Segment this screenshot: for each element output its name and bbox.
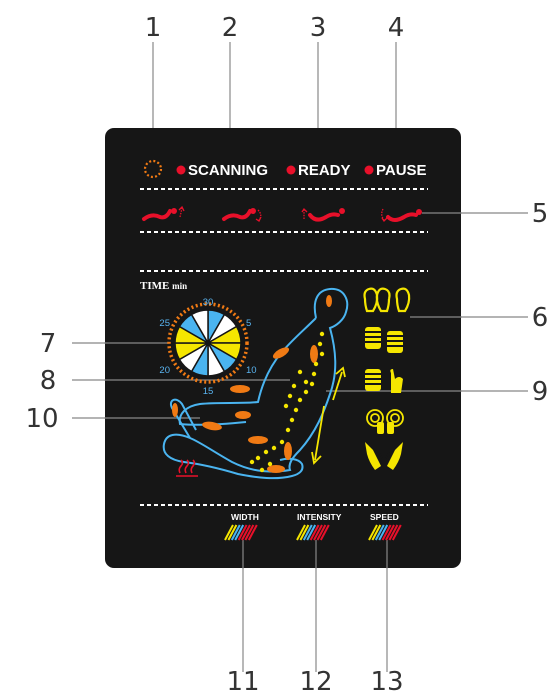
callout-7: 7	[40, 329, 57, 359]
roller-dot	[286, 428, 290, 432]
roller-dot	[318, 342, 322, 346]
pause-label: PAUSE	[376, 162, 427, 179]
scanning-label: SCANNING	[188, 162, 268, 179]
dial-tick-15: 15	[203, 386, 214, 397]
roller-dot	[284, 404, 288, 408]
intensity-label: INTENSITY	[297, 512, 342, 522]
ready-label: READY	[298, 162, 351, 179]
airbag-arm	[230, 385, 250, 393]
roller-dot	[272, 446, 276, 450]
roller-dot	[314, 362, 318, 366]
roller-dot	[268, 462, 272, 466]
airbag-foot	[172, 403, 178, 417]
callout-11: 11	[226, 667, 259, 694]
dial-tick-20: 20	[159, 365, 170, 376]
roller-dot	[320, 352, 324, 356]
width-label: WIDTH	[231, 512, 259, 522]
roller-dot	[310, 382, 314, 386]
roller-dot	[294, 408, 298, 412]
callout-10: 10	[25, 404, 58, 434]
callout-9: 9	[532, 377, 549, 407]
time-label: TIME min	[140, 280, 187, 292]
roller-dot	[290, 418, 294, 422]
pause-dot-icon	[365, 166, 374, 175]
callout-6: 6	[532, 303, 549, 333]
callout-2: 2	[222, 13, 239, 43]
airbag-upper-back	[310, 345, 318, 363]
callout-12: 12	[299, 667, 332, 694]
roller-dot	[260, 468, 264, 472]
dial-tick-10: 10	[246, 365, 257, 376]
airbag-seat-1	[248, 436, 268, 444]
scanning-dot-icon	[177, 166, 186, 175]
airbag-seat-3	[267, 465, 285, 473]
dial-sectors	[175, 310, 241, 376]
ready-dot-icon	[287, 166, 296, 175]
roller-dot	[298, 398, 302, 402]
callout-1: 1	[145, 13, 162, 43]
roller-dot	[256, 456, 260, 460]
time-label-text: TIME	[140, 280, 169, 292]
airbag-neck	[326, 295, 332, 307]
roller-dot	[304, 380, 308, 384]
callout-5: 5	[532, 199, 549, 229]
roller-dot	[304, 390, 308, 394]
airbag-hand	[235, 411, 251, 419]
dial-tick-30: 30	[203, 297, 214, 308]
roller-dot	[320, 332, 324, 336]
callout-13: 13	[370, 667, 403, 694]
roller-dot	[312, 372, 316, 376]
roller-dot	[264, 450, 268, 454]
roller-dot	[280, 440, 284, 444]
roller-dot	[250, 460, 254, 464]
roller-dot	[292, 384, 296, 388]
callout-3: 3	[310, 13, 327, 43]
callout-8: 8	[40, 366, 57, 396]
roller-dot	[288, 394, 292, 398]
speed-label: SPEED	[370, 512, 399, 522]
dial-tick-25: 25	[159, 318, 170, 329]
callout-4: 4	[388, 13, 405, 43]
time-unit-text: min	[172, 281, 187, 291]
airbag-seat-2	[284, 442, 292, 460]
dial-tick-5: 5	[246, 318, 251, 329]
roller-dot	[298, 370, 302, 374]
